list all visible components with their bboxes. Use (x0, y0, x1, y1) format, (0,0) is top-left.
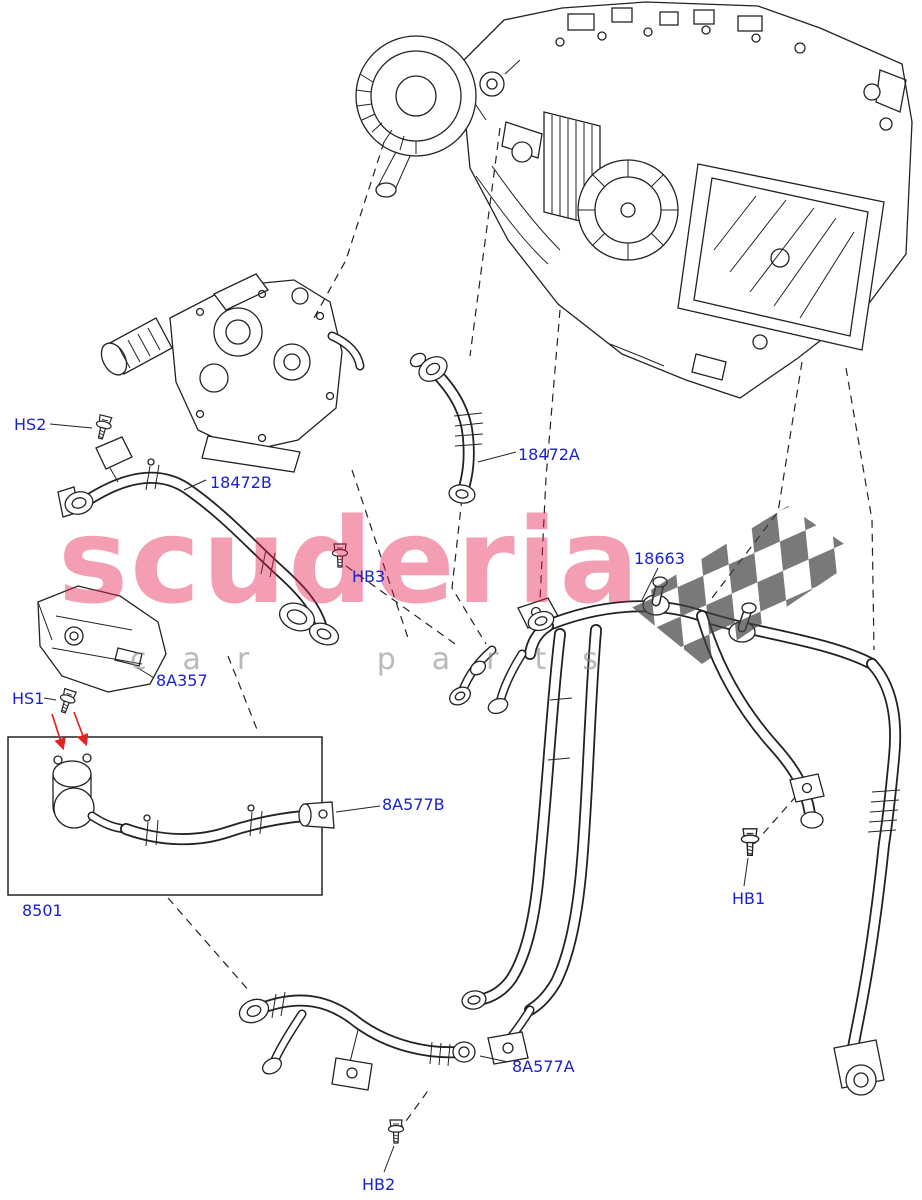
label-leader-lines (43, 423, 749, 1173)
hose-assembly-18663 (449, 576, 902, 1096)
bolt-hb1-icon (740, 828, 760, 856)
heater-unit-assembly (355, 1, 913, 399)
part-label-hb1[interactable]: HB1 (732, 889, 766, 908)
bolt-hs1-icon (55, 687, 79, 716)
bolt-hb2-icon (387, 1119, 405, 1144)
hose-8A577A (238, 991, 476, 1091)
part-label-18472b[interactable]: 18472B (210, 473, 272, 492)
bolt-hb3-icon (331, 543, 349, 568)
bracket-8A357 (37, 585, 167, 693)
part-label-18472a[interactable]: 18472A (518, 445, 580, 464)
checkered-flag-watermark (628, 506, 862, 664)
part-label-8501[interactable]: 8501 (22, 901, 63, 920)
part-label-8a577b[interactable]: 8A577B (382, 795, 445, 814)
part-label-18663[interactable]: 18663 (634, 549, 685, 568)
part-label-8a577a[interactable]: 8A577A (512, 1057, 575, 1076)
hs1-pointer-arrows (51, 711, 89, 751)
auxiliary-water-pump (52, 753, 335, 847)
part-label-hs2[interactable]: HS2 (14, 415, 47, 434)
part-label-8a357[interactable]: 8A357 (156, 671, 208, 690)
hose-18472B (57, 436, 340, 646)
bolt-hs2-icon (92, 413, 114, 441)
part-label-hb3[interactable]: HB3 (352, 567, 386, 586)
part-label-hs1[interactable]: HS1 (12, 689, 45, 708)
part-label-hb2[interactable]: HB2 (362, 1175, 396, 1194)
hose-18472A (409, 352, 484, 504)
booster-heater-assembly (100, 273, 365, 473)
